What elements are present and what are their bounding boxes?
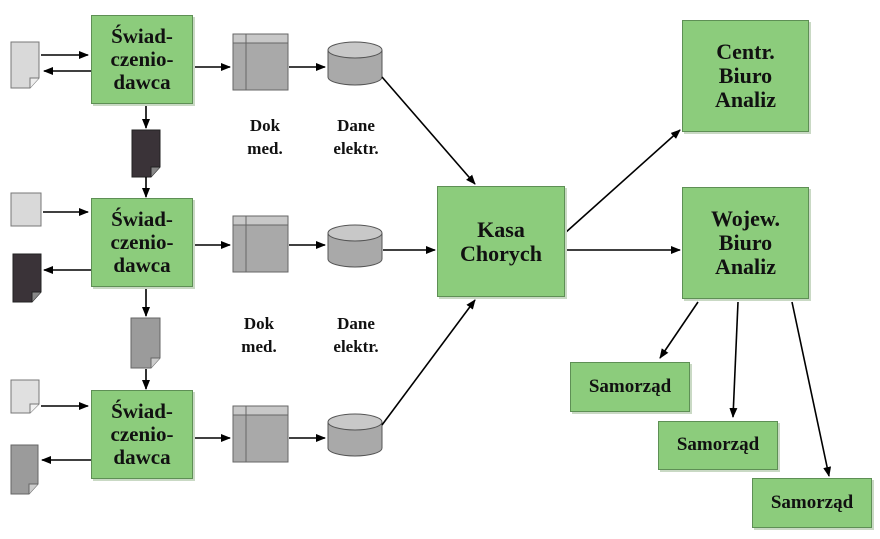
samorzad-box-3: Samorząd <box>752 478 872 528</box>
samorzad-label: Samorząd <box>588 375 672 397</box>
dane-elektr-label-2: Dane elektr. <box>320 313 392 359</box>
provider-box-1: Świad-czenio-dawca <box>91 15 193 104</box>
provider-line: dawca <box>113 252 171 277</box>
dane-elektr-label-1: Dane elektr. <box>320 115 392 161</box>
table-icon-3 <box>232 405 289 463</box>
provider-line: dawca <box>113 69 171 94</box>
wojew-line: Wojew. <box>710 206 781 232</box>
dok-med-label-1: Dok med. <box>235 115 295 161</box>
label-line: Dok <box>243 314 275 333</box>
label-line: med. <box>247 138 283 158</box>
provider-line: czenio- <box>110 47 174 72</box>
label-line: Dok <box>249 116 281 135</box>
provider-box-2: Świad-czenio-dawca <box>91 198 193 287</box>
wojew-line: Analiz <box>714 253 777 279</box>
samorzad-label: Samorząd <box>770 491 854 513</box>
label-line: Dane <box>337 314 375 333</box>
database-icon-3 <box>327 413 383 457</box>
document-icon-row3-out <box>10 444 39 495</box>
provider-line: czenio- <box>110 422 174 447</box>
label-line: elektr. <box>333 138 379 158</box>
document-icon-mid <box>130 317 161 369</box>
document-icon-dark-2 <box>12 253 42 303</box>
label-line: elektr. <box>333 336 379 356</box>
document-icon-row2-in <box>10 192 42 227</box>
arrow-wojew-to-samorzad-1 <box>659 301 699 359</box>
label-line: Dane <box>337 116 375 135</box>
database-icon-2 <box>327 224 383 268</box>
samorzad-box-1: Samorząd <box>570 362 690 412</box>
document-icon-row1 <box>10 41 40 89</box>
provider-line: Świad- <box>111 24 173 49</box>
provider-box-3: Świad-czenio-dawca <box>91 390 193 479</box>
arrow-wojew-to-samorzad-3 <box>791 301 832 477</box>
provider-line: dawca <box>113 444 171 469</box>
table-icon-1 <box>232 33 289 91</box>
table-icon-2 <box>232 215 289 273</box>
document-icon-dark-1 <box>131 129 161 178</box>
arrow-wojew-to-samorzad-2 <box>729 301 739 418</box>
centr-line: Centr. <box>716 39 775 65</box>
samorzad-label: Samorząd <box>676 434 760 456</box>
centr-line: Biuro <box>718 63 773 89</box>
samorzad-box-2: Samorząd <box>658 421 778 470</box>
label-line: med. <box>241 336 277 356</box>
kasa-line: Chorych <box>460 240 542 266</box>
arrow-db1-to-kasa <box>381 76 476 185</box>
database-icon-1 <box>327 41 383 86</box>
wojew-line: Biuro <box>718 230 773 256</box>
arrow-kasa-to-centr <box>564 129 681 234</box>
provider-line: Świad- <box>111 399 173 424</box>
provider-line: czenio- <box>110 230 174 255</box>
arrow-db3-to-kasa <box>381 299 476 426</box>
document-icon-row3-in <box>10 379 40 414</box>
kasa-line: Kasa <box>477 216 525 242</box>
provider-line: Świad- <box>111 207 173 232</box>
dok-med-label-2: Dok med. <box>229 313 289 359</box>
centr-line: Analiz <box>714 86 777 112</box>
